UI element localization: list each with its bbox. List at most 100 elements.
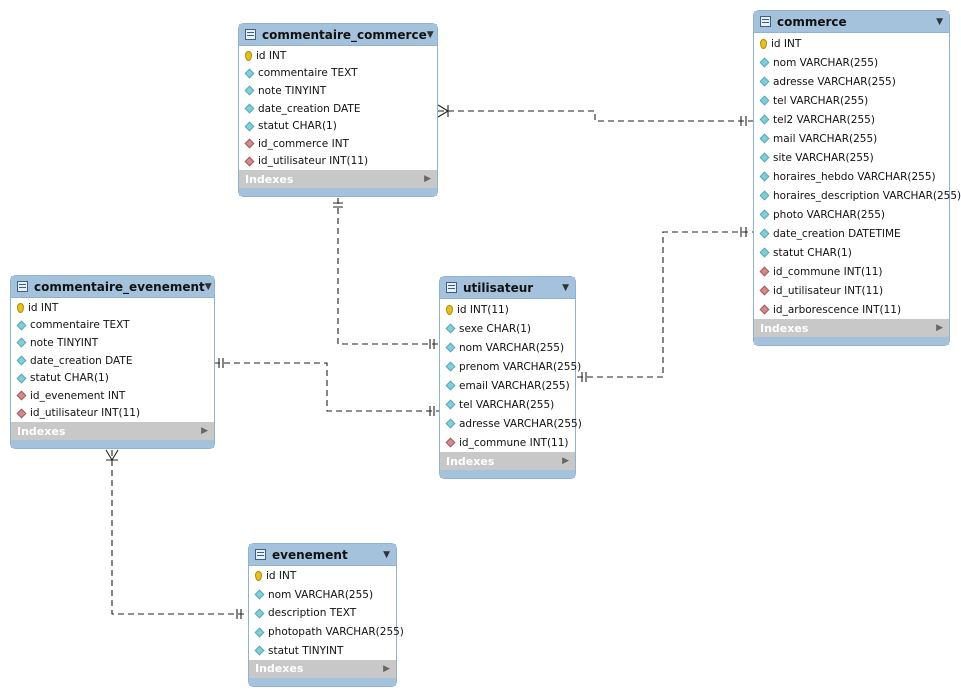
column-row[interactable]: statut CHAR(1) <box>239 117 437 135</box>
expand-arrow-icon[interactable]: ▶ <box>936 323 943 333</box>
table-header[interactable]: commerce ▼ <box>754 11 949 33</box>
column-row[interactable]: id_commune INT(11) <box>754 262 949 281</box>
column-label: commentaire TEXT <box>258 67 358 80</box>
column-row[interactable]: sexe CHAR(1) <box>440 319 575 338</box>
foreign-key-icon <box>244 156 255 167</box>
column-row[interactable]: nom VARCHAR(255) <box>440 338 575 357</box>
column-row[interactable]: id INT <box>754 34 949 53</box>
column-label: id_evenement INT <box>30 389 126 402</box>
column-icon <box>445 418 456 429</box>
expand-arrow-icon[interactable]: ▶ <box>201 426 208 437</box>
column-label: note TINYINT <box>30 336 99 349</box>
column-row[interactable]: photopath VARCHAR(255) <box>249 623 404 642</box>
column-row[interactable]: nom VARCHAR(255) <box>249 586 396 605</box>
indexes-bar[interactable]: Indexes ▶ <box>754 319 949 337</box>
table-header[interactable]: commentaire_evenement ▼ <box>11 276 214 298</box>
column-label: photopath VARCHAR(255) <box>268 626 404 639</box>
indexes-bar[interactable]: Indexes ▶ <box>239 170 437 189</box>
table-footer <box>249 677 396 686</box>
column-icon <box>254 627 265 638</box>
column-row[interactable]: id INT <box>239 47 437 65</box>
column-icon <box>254 608 265 619</box>
collapse-arrow-icon[interactable]: ▼ <box>936 16 943 27</box>
table-utilisateur[interactable]: utilisateur ▼ id INT(11) sexe CHAR(1)nom … <box>439 276 582 479</box>
indexes-label: Indexes <box>446 454 495 468</box>
expand-arrow-icon[interactable]: ▶ <box>383 663 390 674</box>
column-label: id INT <box>771 37 802 50</box>
table-commentaire-commerce[interactable]: commentaire_commerce ▼ id INT commentaire… <box>238 23 438 198</box>
one-marker <box>740 227 747 237</box>
column-row[interactable]: statut CHAR(1) <box>754 243 949 262</box>
column-icon <box>759 57 770 68</box>
column-row[interactable]: statut CHAR(1) <box>11 369 214 387</box>
one-marker <box>429 406 435 416</box>
foreign-key-icon <box>244 138 255 149</box>
column-row[interactable]: adresse VARCHAR(255) <box>754 72 949 91</box>
column-label: statut CHAR(1) <box>30 372 109 385</box>
table-header[interactable]: evenement ▼ <box>249 544 396 566</box>
rel-evenement-commentaire-evenement <box>111 450 249 615</box>
foreign-key-icon <box>759 285 770 296</box>
column-row[interactable]: tel VARCHAR(255) <box>440 395 575 414</box>
column-label: id_utilisateur INT(11) <box>30 407 141 420</box>
column-icon <box>759 152 770 163</box>
column-row[interactable]: id_evenement INT <box>11 387 214 405</box>
collapse-arrow-icon[interactable]: ▼ <box>204 281 212 292</box>
column-row[interactable]: tel VARCHAR(255) <box>754 91 949 110</box>
column-row[interactable]: prenom VARCHAR(255) <box>440 357 581 376</box>
crows-foot-marker <box>437 104 449 118</box>
expand-arrow-icon[interactable]: ▶ <box>424 174 431 185</box>
column-row[interactable]: note TINYINT <box>11 334 214 352</box>
column-row[interactable]: date_creation DATETIME <box>754 224 949 243</box>
column-row[interactable]: statut TINYINT <box>249 641 396 660</box>
column-label: id INT(11) <box>457 303 509 316</box>
foreign-key-icon <box>16 408 27 419</box>
column-icon <box>759 171 770 182</box>
collapse-arrow-icon[interactable]: ▼ <box>383 549 390 560</box>
one-marker <box>333 202 343 208</box>
column-row[interactable]: id_utilisateur INT(11) <box>239 153 437 171</box>
table-commerce[interactable]: commerce ▼ id INT nom VARCHAR(255)adresse… <box>753 10 961 346</box>
indexes-label: Indexes <box>255 662 304 676</box>
column-label: tel VARCHAR(255) <box>459 398 555 411</box>
table-icon <box>446 282 457 293</box>
column-row[interactable]: adresse VARCHAR(255) <box>440 414 582 433</box>
column-row[interactable]: commentaire TEXT <box>239 65 437 83</box>
column-row[interactable]: id_commune INT(11) <box>440 433 575 452</box>
column-row[interactable]: mail VARCHAR(255) <box>754 129 949 148</box>
column-label: note TINYINT <box>258 84 327 97</box>
column-row[interactable]: horaires_hebdo VARCHAR(255) <box>754 167 949 186</box>
column-row[interactable]: date_creation DATE <box>11 352 214 370</box>
table-header[interactable]: commentaire_commerce ▼ <box>239 24 437 46</box>
column-row[interactable]: id_arborescence INT(11) <box>754 300 949 319</box>
column-row[interactable]: id_utilisateur INT(11) <box>11 405 214 423</box>
rel-utilisateur-commentaire-evenement <box>214 362 440 412</box>
column-row[interactable]: id INT <box>249 567 396 586</box>
column-row[interactable]: email VARCHAR(255) <box>440 376 575 395</box>
column-row[interactable]: site VARCHAR(255) <box>754 148 949 167</box>
column-row[interactable]: id_commerce INT <box>239 135 437 153</box>
column-row[interactable]: date_creation DATE <box>239 100 437 118</box>
column-row[interactable]: photo VARCHAR(255) <box>754 205 949 224</box>
column-row[interactable]: id_utilisateur INT(11) <box>754 281 949 300</box>
column-label: date_creation DATETIME <box>773 227 901 240</box>
column-row[interactable]: id INT <box>11 299 214 317</box>
table-header[interactable]: utilisateur ▼ <box>440 277 575 299</box>
collapse-arrow-icon[interactable]: ▼ <box>562 282 569 293</box>
column-row[interactable]: description TEXT <box>249 604 396 623</box>
column-row[interactable]: commentaire TEXT <box>11 317 214 335</box>
indexes-bar[interactable]: Indexes ▶ <box>440 452 575 470</box>
column-row[interactable]: note TINYINT <box>239 82 437 100</box>
column-icon <box>445 399 456 410</box>
column-row[interactable]: id INT(11) <box>440 300 575 319</box>
column-row[interactable]: tel2 VARCHAR(255) <box>754 110 949 129</box>
expand-arrow-icon[interactable]: ▶ <box>562 456 569 466</box>
column-row[interactable]: horaires_description VARCHAR(255) <box>754 186 961 205</box>
indexes-bar[interactable]: Indexes ▶ <box>11 422 214 441</box>
collapse-arrow-icon[interactable]: ▼ <box>426 29 434 40</box>
indexes-bar[interactable]: Indexes ▶ <box>249 659 396 678</box>
column-row[interactable]: nom VARCHAR(255) <box>754 53 949 72</box>
column-label: id_commune INT(11) <box>459 436 569 449</box>
